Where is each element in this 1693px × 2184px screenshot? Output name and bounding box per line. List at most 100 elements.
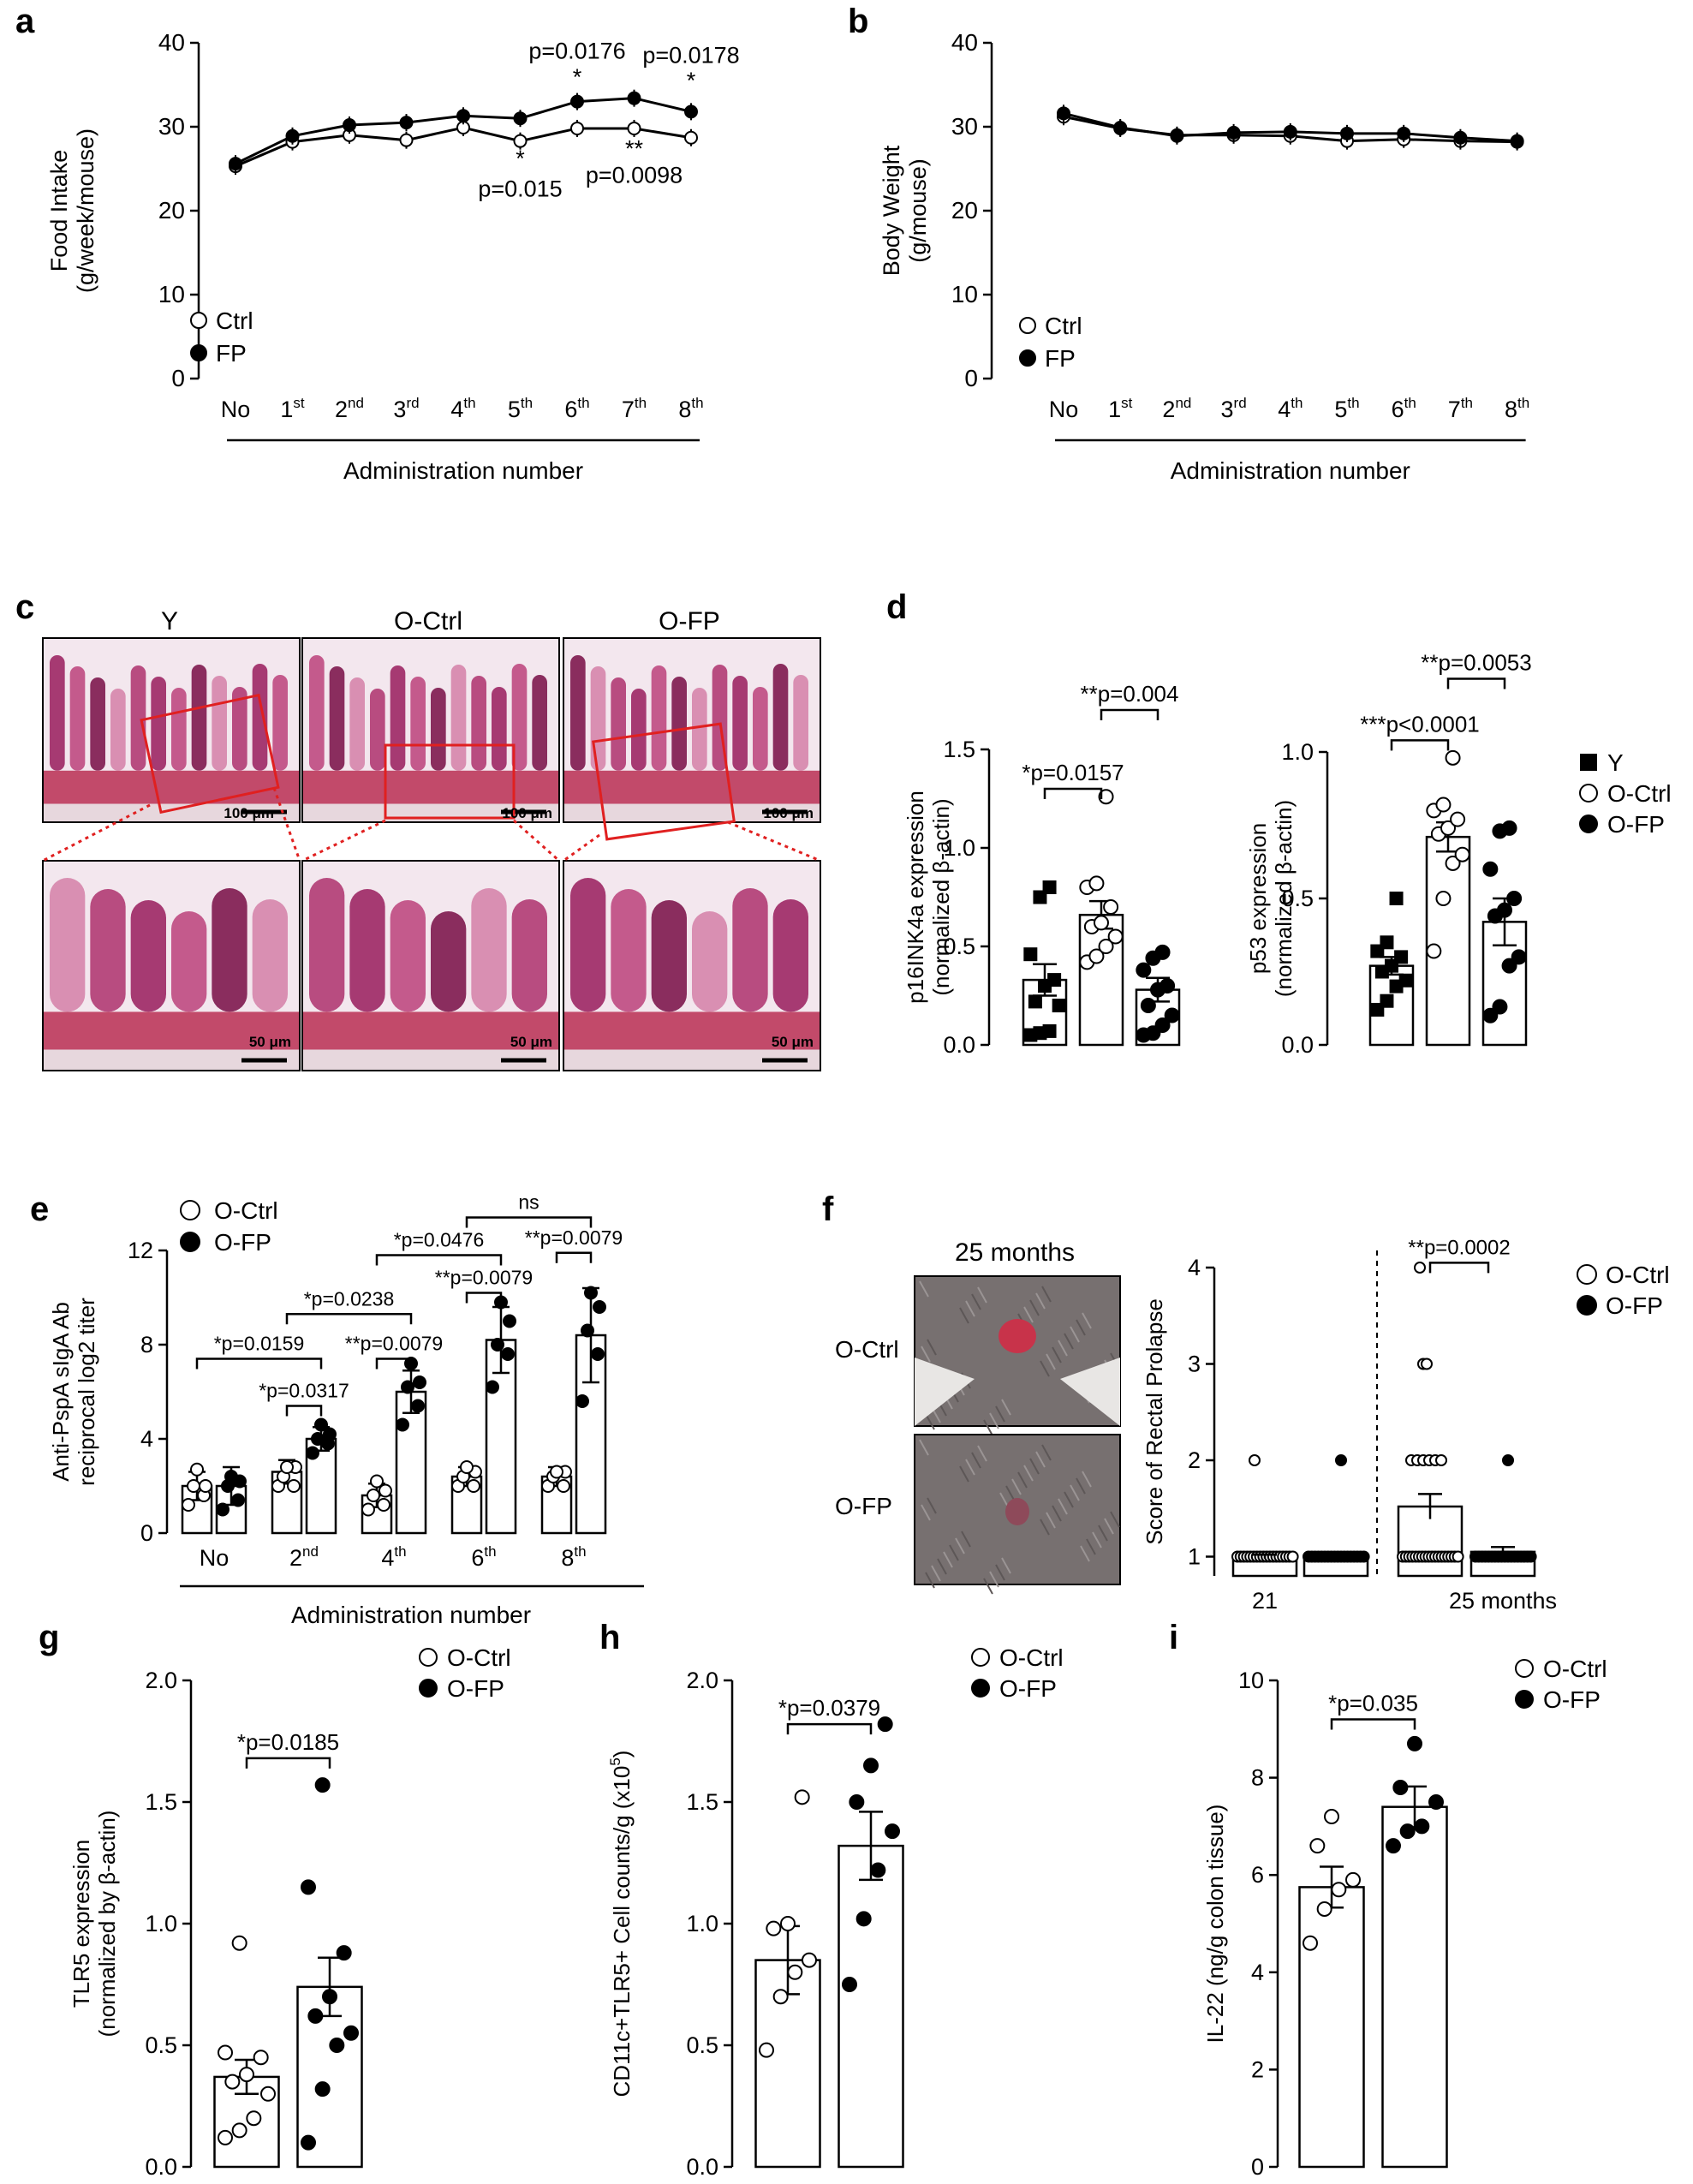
chart-a-x-tick-label: 1st [280,395,305,422]
data-point-o-fp [1497,902,1512,918]
fur-stroke [1086,1538,1096,1555]
tick-label-base: No [221,397,251,422]
data-point-o-fp [314,1417,328,1432]
chart-d2-p-value: **p=0.0053 [1421,650,1531,676]
chart-e-p-value: **p=0.0079 [345,1333,443,1355]
photo-background [1060,1358,1120,1426]
fur-stroke [983,1578,993,1595]
scale-bar-label: 100 μm [502,805,552,821]
annotation: p=0.0176 [528,39,625,64]
data-point-o-ctrl [1414,1262,1426,1274]
tick-label-sup: nd [1175,395,1191,411]
fur-stroke [961,1531,971,1548]
tick-label-base: 4 [450,397,463,422]
rectal-photos: 25 months O-Ctrl O-FP [835,1238,1121,1595]
data-point-o-fp [306,1446,319,1460]
histology-muscle-layer [43,1011,300,1050]
data-point-o-ctrl [1324,1809,1339,1825]
fur-stroke [925,1572,935,1589]
chart-d2-bracket [1390,739,1450,751]
data-point-fp [627,91,641,105]
data-point-o-fp [486,1380,499,1394]
histology-muscle-layer [563,770,820,804]
data-point-ctrl [570,121,584,135]
histology-villus [511,899,547,1012]
legend-label: FP [1045,345,1076,372]
data-point-o-ctrl [1088,875,1105,892]
data-point-ctrl [684,130,698,145]
chart-f-y-tick-label: 2 [1188,1447,1201,1473]
tick-label-base: 8 [1505,397,1517,422]
rectal-photo-images [914,1275,1121,1595]
data-point-o-fp [1511,949,1527,965]
chart-h-p-value: *p=0.0379 [778,1695,880,1721]
chart-f-x-tick-label: 25 months [1449,1588,1557,1614]
histology-serosa [302,1049,559,1070]
chart-i-y-tick-label: 10 [1238,1668,1264,1693]
data-point-o-fp [1357,1550,1370,1563]
chart-b-x-tick-label: 1st [1108,395,1133,422]
histology-serosa [563,1049,820,1070]
data-point-o-fp [343,2025,359,2041]
data-point-fp [513,111,528,126]
data-point-y [1052,999,1066,1012]
scale-bar-label: 100 μm [763,805,814,821]
data-point-o-ctrl [1454,846,1470,862]
data-point-o-ctrl [1452,1550,1464,1563]
chart-h-y-label: CD11c+TLR5+ Cell counts/g (x105) [607,1751,635,2097]
histology-col-title-octrl: O-Ctrl [394,607,462,636]
histology-villus [370,689,385,771]
histology-villus [590,666,606,771]
chart-h-y-tick-label: 0.5 [686,2032,718,2058]
data-point-o-ctrl [231,2122,247,2139]
chart-h-y-tick-label: 1.0 [686,1911,718,1936]
data-point-o-fp [411,1399,425,1413]
histology-villus [212,888,247,1012]
annotation: p=0.015 [478,176,562,201]
chart-d1-y-tick-label: 1.5 [943,737,975,762]
histology-villus [511,664,528,771]
data-point-o-ctrl [1088,948,1105,964]
fur-stroke [1040,1360,1050,1377]
chart-e-bracket [465,1216,593,1228]
legend-marker [190,344,207,361]
chart-g-y-tick-label: 2.0 [145,1668,177,1693]
fur-stroke [1035,1451,1046,1468]
data-point-o-fp [224,1470,238,1483]
fur-stroke [1029,1458,1040,1475]
histology-villus [631,689,647,771]
tick-label-sup: nd [348,395,364,411]
data-point-o-ctrl [802,1952,817,1968]
chart-a-x-tick-label: No [221,397,251,422]
data-point-o-fp [1492,999,1508,1015]
chart-i-y-tick-label: 2 [1251,2056,1264,2082]
data-point-fp [343,118,356,133]
data-point-y [1389,892,1404,905]
tick-label-sup: nd [302,1543,319,1560]
chart-d2-p-value: ***p<0.0001 [1360,711,1480,737]
fur-stroke [919,1280,929,1298]
data-point-fp [1510,134,1524,148]
data-point-o-ctrl [1435,891,1452,906]
histology-villus [309,655,325,771]
tick-label-base: 7 [622,397,635,422]
data-point-o-fp [1164,1007,1180,1023]
tick-label-base: 2 [335,397,348,422]
annotation: p=0.0098 [586,163,683,188]
legend-label: Y [1607,749,1624,776]
fur-stroke [1064,1491,1074,1508]
data-point-o-fp [581,1323,594,1338]
histology-villus [232,687,247,771]
data-point-o-ctrl [1107,928,1124,945]
fur-stroke [1041,1444,1052,1461]
chart-i-y-tick-label: 0 [1251,2154,1264,2180]
tick-label-sup: th [484,1543,496,1560]
histology-frame [42,637,301,823]
chart-b-x-tick-label: 4th [1278,395,1303,422]
histology-villus [570,655,586,771]
chart-b-y-label: Body Weight [879,145,904,276]
histology-villus [252,664,268,771]
data-point-fp [1057,106,1070,121]
histology-villus [570,878,606,1012]
